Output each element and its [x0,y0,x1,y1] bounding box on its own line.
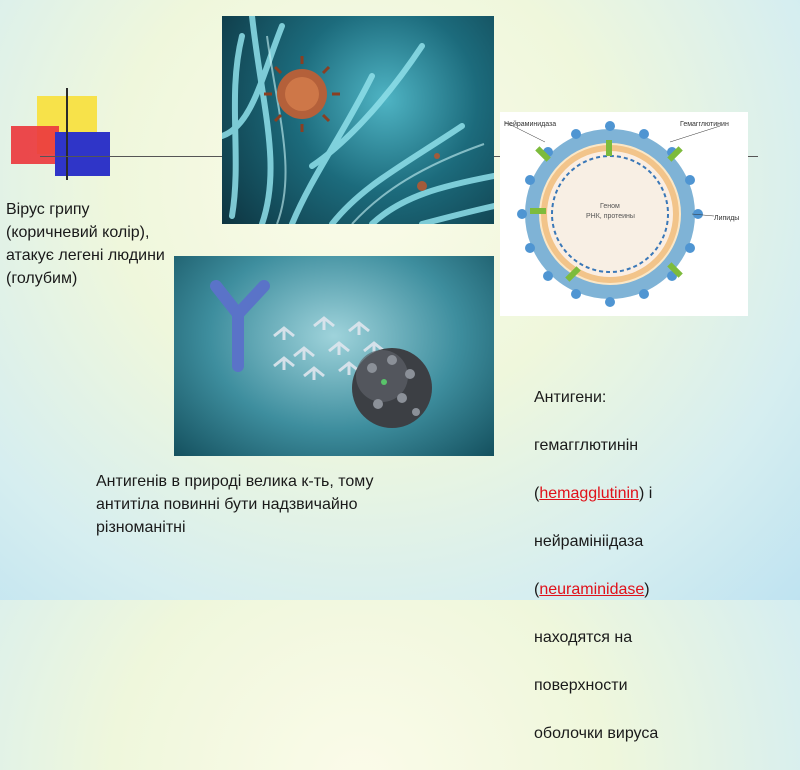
antigens-line7: поверхности [534,677,628,694]
hemagglutinin-link[interactable]: hemagglutinin [539,485,639,502]
neuraminidase-line: (neuraminidase) [534,578,774,602]
paren-close-and: ) і [638,485,653,502]
genome-label: Геном [600,203,620,210]
decor-blue-square [55,132,110,176]
antigens-heading: Антигени: [534,389,607,406]
neuraminidase-term: нейрамініідаза [534,533,644,550]
hemagglutinin-line: (hemagglutinin) і [534,482,774,506]
virus-sphere [352,348,432,428]
virus-lung-photo [222,16,494,224]
cilia-illustration [222,16,494,224]
neuraminidase-link[interactable]: neuraminidase [539,581,645,598]
antigens-description: Антигени: гемагглютинін (hemagglutinin) … [534,362,774,770]
decor-vertical-line [66,88,68,180]
paren-open: ( [534,581,540,598]
antibody-virus-photo [174,256,494,456]
antigens-line8: оболочки вируса [534,725,659,742]
rna-label: РНК, протеины [586,213,635,220]
hemagglutinin-label: Гемагглютинин [680,121,729,128]
lipids-label: Липиды [714,215,739,222]
virion-diagram: Нейраминидаза Гемагглютинин Геном РНК, п… [500,112,748,316]
virus-particle [264,56,340,132]
antigen-diversity-caption: Антигенів в природі велика к-ть, тому ан… [96,473,374,536]
hemagglutinin-term: гемагглютинін [534,437,639,454]
paren-open: ( [534,485,540,502]
decor-red-square [11,126,59,164]
neuraminidase-label: Нейраминидаза [504,120,556,128]
antigens-line6: находятся на [534,629,633,646]
paren-close: ) [644,581,650,598]
antibody-y-shape [210,280,270,372]
virus-caption: Вірус грипу (коричневий колір), атакує л… [6,201,165,287]
